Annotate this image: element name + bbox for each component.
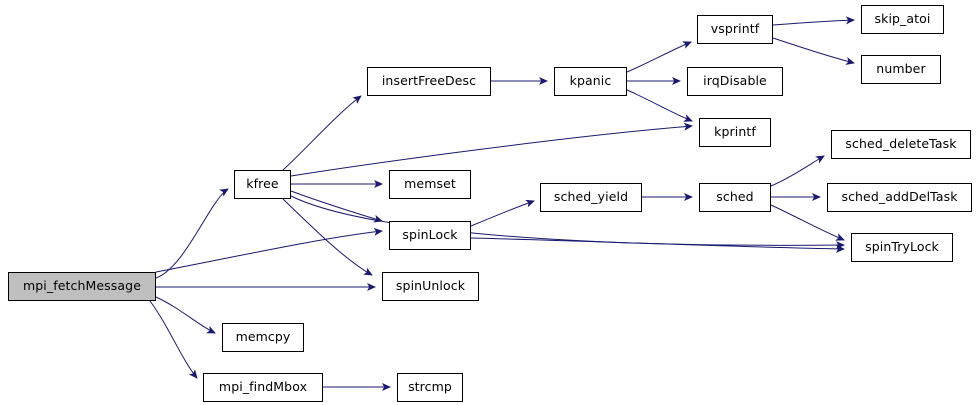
node-skip_atoi[interactable]: skip_atoi (861, 5, 944, 34)
node-memcpy[interactable]: memcpy (222, 323, 304, 352)
edge-spinLock-to-spinTryLock (470, 237, 845, 253)
node-label-spinLock: spinLock (402, 227, 458, 243)
node-label-number: number (876, 61, 926, 77)
node-label-irqDisable: irqDisable (703, 73, 767, 89)
node-label-kprintf: kprintf (714, 124, 756, 140)
node-label-sched: sched (716, 189, 754, 205)
node-spinTryLock[interactable]: spinTryLock (851, 233, 953, 262)
node-mpi_fetchMessage[interactable]: mpi_fetchMessage (8, 272, 156, 301)
node-label-insertFreeDesc: insertFreeDesc (381, 73, 477, 89)
node-irqDisable[interactable]: irqDisable (687, 67, 783, 96)
edge-sched-to-sched_deleteTask (770, 155, 825, 187)
edge-vsprintf-to-number (772, 37, 855, 65)
node-strcmp[interactable]: strcmp (397, 373, 463, 402)
node-sched_deleteTask[interactable]: sched_deleteTask (831, 130, 971, 159)
node-sched[interactable]: sched (699, 183, 771, 212)
node-vsprintf[interactable]: vsprintf (697, 15, 773, 44)
edge-kfree-to-insertFreeDesc (282, 95, 362, 171)
node-spinLock[interactable]: spinLock (389, 221, 471, 250)
node-label-spinUnlock: spinUnlock (395, 278, 466, 294)
node-label-sched_deleteTask: sched_deleteTask (845, 136, 957, 152)
node-label-strcmp: strcmp (408, 379, 452, 395)
edge-kfree-to-kprintf (290, 122, 693, 177)
edge-mpi_fetchMessage-to-mpi_findMbox (149, 300, 198, 379)
node-kprintf[interactable]: kprintf (699, 118, 771, 147)
edge-spinLock-to-sched_yield (470, 199, 535, 227)
node-label-sched_yield: sched_yield (553, 189, 629, 205)
node-label-mpi_findMbox: mpi_findMbox (218, 379, 308, 395)
node-memset[interactable]: memset (389, 170, 471, 199)
edges-group (149, 16, 855, 391)
edge-mpi_fetchMessage-to-kfree (155, 188, 229, 279)
node-sched_addDelTask[interactable]: sched_addDelTask (827, 183, 972, 212)
node-label-vsprintf: vsprintf (710, 21, 760, 37)
node-label-mpi_fetchMessage: mpi_fetchMessage (22, 278, 141, 294)
node-kpanic[interactable]: kpanic (554, 67, 627, 96)
edge-kfree-to-spinLock (290, 190, 383, 223)
node-label-kfree: kfree (246, 176, 279, 192)
edge-kpanic-to-vsprintf (626, 41, 692, 73)
node-sched_yield[interactable]: sched_yield (540, 183, 642, 212)
node-label-memcpy: memcpy (235, 329, 291, 345)
edge-mpi_fetchMessage-to-spinLock (155, 227, 383, 273)
edge-mpi_fetchMessage-to-memcpy (155, 296, 216, 334)
node-mpi_findMbox[interactable]: mpi_findMbox (203, 373, 323, 402)
edge-kpanic-to-kprintf (626, 89, 693, 122)
node-label-memset: memset (404, 176, 456, 192)
node-label-skip_atoi: skip_atoi (874, 11, 931, 27)
node-kfree[interactable]: kfree (234, 170, 291, 199)
node-label-sched_addDelTask: sched_addDelTask (841, 189, 958, 205)
edge-kfree-to-spinTryLock (290, 195, 845, 250)
node-label-spinTryLock: spinTryLock (865, 239, 939, 255)
node-label-kpanic: kpanic (569, 73, 612, 89)
edge-kfree-to-spinUnlock (282, 198, 373, 276)
node-insertFreeDesc[interactable]: insertFreeDesc (367, 67, 491, 96)
node-spinUnlock[interactable]: spinUnlock (382, 272, 479, 301)
edge-vsprintf-to-skip_atoi (772, 16, 855, 26)
node-number[interactable]: number (861, 55, 941, 84)
edge-sched-to-spinTryLock (770, 204, 845, 241)
